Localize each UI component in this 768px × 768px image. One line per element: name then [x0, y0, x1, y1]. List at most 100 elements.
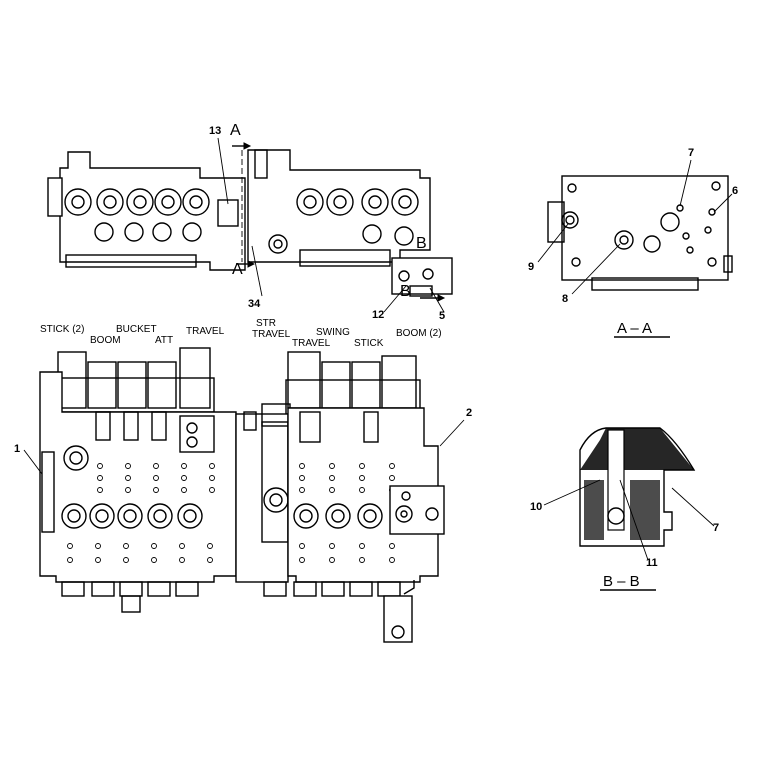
bolt-hole	[181, 487, 187, 493]
aa-callout-8: 8	[562, 293, 568, 305]
left-body-bolt-holes	[67, 463, 215, 563]
section-marker-b-right: B	[416, 235, 427, 252]
top-view-left-endcap	[47, 177, 63, 217]
top-view-side-block	[391, 257, 453, 295]
bolt-hole	[97, 487, 103, 493]
section-marker-b-bottom: B	[400, 283, 411, 300]
front-view: STICK (2) BOOM BUCKET ATT TRAVEL STR TRA…	[14, 318, 472, 643]
bolt-hole	[299, 463, 305, 469]
bolt-hole	[359, 463, 365, 469]
bolt-hole	[153, 463, 159, 469]
label-boom-2: BOOM (2)	[396, 328, 442, 339]
bolt-hole	[125, 463, 131, 469]
bolt-hole	[359, 557, 365, 563]
bolt-hole	[209, 463, 215, 469]
label-stick: STICK	[354, 338, 384, 349]
bolt-hole	[329, 543, 335, 549]
bolt-hole	[153, 487, 159, 493]
top-view-left-spools	[64, 188, 210, 242]
right-body-ports	[293, 503, 383, 529]
bolt-hole	[329, 463, 335, 469]
callout-34: 34	[248, 298, 261, 310]
bolt-hole	[181, 475, 187, 481]
label-att: ATT	[155, 335, 173, 346]
section-aa-title: A – A	[617, 320, 652, 337]
bolt-hole	[389, 557, 395, 563]
left-solenoids	[55, 347, 215, 413]
callout-1: 1	[14, 443, 20, 455]
bolt-hole	[67, 543, 73, 549]
relief-block	[389, 485, 445, 535]
top-view-right-section	[247, 149, 431, 263]
bolt-hole	[67, 557, 73, 563]
bolt-hole	[125, 487, 131, 493]
top-view: 13 34 12 5 A A B B	[47, 122, 453, 322]
top-view-left-base	[65, 254, 197, 268]
bolt-hole	[123, 557, 129, 563]
label-swing: SWING	[316, 327, 350, 338]
bolt-hole	[209, 475, 215, 481]
section-bb-title: B – B	[603, 573, 640, 590]
bolt-hole	[299, 487, 305, 493]
label-plate	[217, 199, 239, 227]
label-stick-2: STICK (2)	[40, 324, 84, 335]
callout-13: 13	[209, 125, 221, 137]
section-aa-body	[561, 175, 729, 281]
bolt-hole	[359, 543, 365, 549]
bolt-hole	[209, 487, 215, 493]
section-aa-view: 7 6 9 8 A – A	[528, 147, 738, 338]
bolt-hole	[151, 543, 157, 549]
bolt-hole	[125, 475, 131, 481]
bb-callout-11: 11	[646, 557, 658, 569]
left-valve-body	[39, 371, 237, 583]
bolt-hole	[389, 543, 395, 549]
bolt-hole	[329, 557, 335, 563]
bolt-hole	[97, 463, 103, 469]
bolt-hole	[299, 543, 305, 549]
bb-callout-10: 10	[530, 501, 542, 513]
left-body-ports	[61, 445, 203, 529]
label-str-travel-line1: STR	[256, 318, 276, 329]
callout-2: 2	[466, 407, 472, 419]
bolt-hole	[299, 557, 305, 563]
callout-5: 5	[439, 310, 445, 322]
bolt-hole	[95, 543, 101, 549]
label-travel-right: TRAVEL	[292, 338, 331, 349]
aa-callout-6: 6	[732, 185, 738, 197]
bolt-hole	[329, 475, 335, 481]
top-view-right-base	[299, 249, 391, 267]
bolt-hole	[299, 475, 305, 481]
section-bb-view: 10 11 7 B – B	[530, 427, 719, 591]
label-bucket: BUCKET	[116, 324, 157, 335]
section-marker-a-bottom: A	[232, 261, 243, 278]
bolt-hole	[151, 557, 157, 563]
bb-callout-7: 7	[713, 522, 719, 534]
aa-callout-7: 7	[688, 147, 694, 159]
right-valve-body	[287, 407, 439, 583]
bolt-hole	[389, 463, 395, 469]
bolt-hole	[329, 487, 335, 493]
bottom-fittings	[61, 580, 415, 643]
bolt-hole	[123, 543, 129, 549]
bolt-hole	[179, 557, 185, 563]
bolt-hole	[179, 543, 185, 549]
aa-callout-9: 9	[528, 261, 534, 273]
section-marker-a-top: A	[230, 122, 241, 139]
label-travel-left: TRAVEL	[186, 326, 225, 337]
bolt-hole	[389, 475, 395, 481]
top-view-right-riser	[254, 149, 268, 179]
label-boom: BOOM	[90, 335, 121, 346]
bolt-hole	[95, 557, 101, 563]
bolt-hole	[207, 557, 213, 563]
label-str-travel-line2: TRAVEL	[252, 329, 291, 340]
top-view-right-spools	[268, 188, 419, 254]
bolt-hole	[359, 487, 365, 493]
bolt-hole	[97, 475, 103, 481]
bolt-hole	[153, 475, 159, 481]
right-solenoids	[285, 351, 421, 415]
bolt-hole	[181, 463, 187, 469]
bolt-hole	[207, 543, 213, 549]
bolt-hole	[359, 475, 365, 481]
